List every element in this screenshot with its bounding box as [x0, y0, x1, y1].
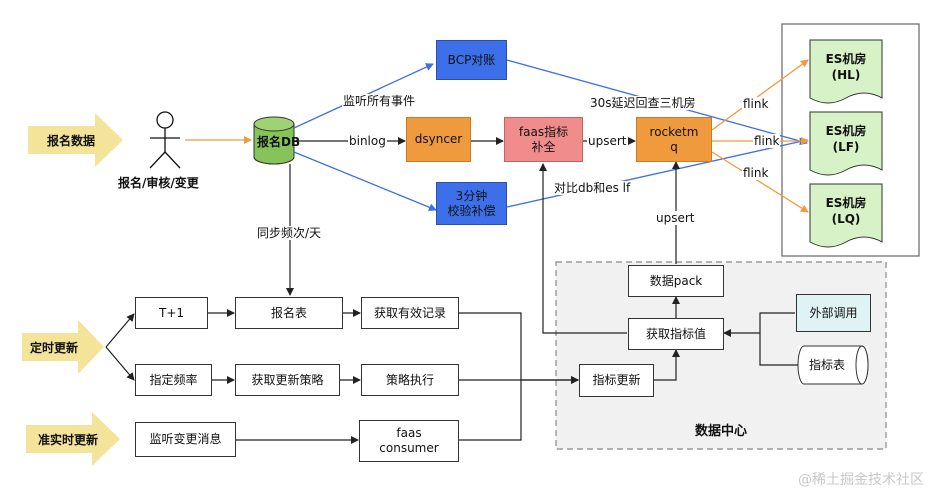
faas-fill-line2: 补全	[531, 139, 556, 154]
edge-table-get	[759, 333, 798, 366]
signup-db-label: 报名DB	[257, 135, 301, 149]
rocketmq-line1: rocketm	[649, 124, 699, 139]
edge-label-binlog: binlog	[348, 134, 387, 148]
es-lq-shape	[809, 183, 883, 248]
faas-fill-box: faas指标 补全	[504, 117, 583, 162]
metric-table-cylinder	[797, 345, 869, 385]
signup-table-box: 报名表	[235, 297, 343, 329]
edge-label-sync-daily: 同步频次/天	[256, 226, 323, 240]
check-3min-line1: 3分钟	[455, 188, 488, 203]
check-3min-line2: 校验补偿	[447, 203, 496, 218]
edge-db-check	[293, 151, 437, 212]
get-strategy-box: 获取更新策略	[235, 364, 340, 396]
check-3min-box: 3分钟 校验补偿	[436, 182, 507, 225]
get-metric-box: 获取指标值	[628, 318, 724, 350]
listen-change-box: 监听变更消息	[135, 422, 236, 457]
es-lq-label: ES机房 (LQ)	[814, 195, 878, 227]
faas-fill-line1: faas指标	[518, 124, 569, 139]
es-lf-label: ES机房 (LF)	[814, 123, 878, 155]
edge-check-es	[506, 137, 808, 208]
get-valid-records-box: 获取有效记录	[361, 297, 459, 329]
es-hl-shape	[809, 39, 883, 104]
edge-label-upsert1: upsert	[587, 134, 628, 148]
es-lf-shape	[809, 111, 883, 176]
execute-strategy-box: 策略执行	[361, 364, 459, 396]
scheduled-update-label: 定时更新	[29, 340, 78, 355]
edge-get-faas	[539, 163, 627, 334]
set-frequency-box: 指定频率	[135, 364, 212, 396]
edge-label-upsert2: upsert	[655, 211, 696, 225]
dsyncer-box: dsyncer	[406, 117, 471, 162]
edge-label-delay-check: 30s延迟回查三机房	[589, 96, 697, 110]
edge-label-flink3: flink	[742, 166, 770, 180]
edge-mq-es-lq	[711, 151, 809, 213]
edge-sched-t1	[105, 313, 135, 348]
edge-label-flink1: flink	[742, 97, 770, 111]
watermark-text: @稀土掘金技术社区	[798, 472, 924, 488]
signup-data-arrow-shape	[28, 113, 123, 167]
edge-external-get	[723, 312, 795, 337]
rocketmq-line2: q	[670, 139, 678, 154]
bcp-reconcile-box: BCP对账	[436, 40, 507, 80]
edge-label-compare: 对比db和es lf	[553, 181, 632, 195]
faas-consumer-line2: consumer	[379, 441, 439, 455]
data-center-title: 数据中心	[695, 424, 748, 439]
edge-update-get	[654, 349, 680, 381]
rocketmq-box: rocketm q	[636, 117, 712, 162]
external-call-box: 外部调用	[796, 294, 871, 332]
metric-update-box: 指标更新	[579, 364, 654, 397]
realtime-update-label: 准实时更新	[37, 432, 98, 447]
t-plus-1-box: T+1	[135, 297, 208, 329]
es-hl-line2: (HL)	[831, 68, 861, 82]
es-hl-label: ES机房 (HL)	[814, 51, 878, 83]
edge-label-flink2: flink	[753, 134, 781, 148]
es-lf-line2: (LF)	[832, 140, 860, 154]
faas-consumer-line1: faas	[396, 426, 422, 440]
es-hl-line1: ES机房	[825, 52, 867, 66]
signup-data-label: 报名数据	[46, 133, 95, 148]
edge-sched-freq	[105, 346, 135, 381]
es-lf-line1: ES机房	[825, 124, 867, 138]
edge-mq-es-hl	[711, 59, 809, 131]
data-pack-box: 数据pack	[628, 265, 724, 297]
es-lq-line1: ES机房	[825, 196, 867, 210]
realtime-update-arrow-shape	[26, 412, 120, 466]
actor-label: 报名/审核/变更	[118, 176, 199, 190]
es-lq-line2: (LQ)	[831, 212, 861, 226]
faas-consumer-box: faas consumer	[359, 420, 459, 462]
metric-table-label: 指标表	[809, 358, 846, 372]
edge-consumer-update	[459, 380, 522, 441]
scheduled-update-arrow-shape	[22, 320, 104, 374]
edge-label-listen-all: 监听所有事件	[342, 94, 417, 108]
user-actor-icon	[149, 111, 181, 169]
